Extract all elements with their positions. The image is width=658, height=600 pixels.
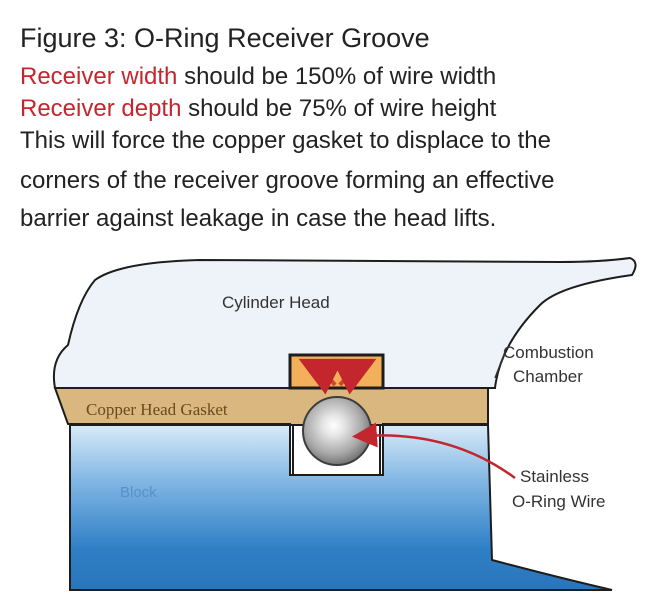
receiver-width-highlight: Receiver width [20,63,178,90]
gasket-label: Copper Head Gasket [86,400,228,419]
combustion-label-line1: Combustion [503,343,594,362]
depth-rule-line: Receiver depth should be 75% of wire hei… [20,94,496,124]
wire-label-line1: Stainless [520,467,589,486]
width-rule-line: Receiver width should be 150% of wire wi… [20,62,496,92]
receiver-depth-highlight: Receiver depth [20,95,182,122]
explanation-line-3: barrier against leakage in case the head… [20,205,497,232]
combustion-label-line2: Chamber [513,367,583,386]
o-ring-wire [302,396,372,466]
receiver-groove [288,353,385,390]
wire-label-line2: O-Ring Wire [512,492,606,511]
block-label: Block [120,484,157,501]
combustion-leader [494,351,506,379]
explanation-line-1: This will force the copper gasket to dis… [20,127,551,154]
depth-rule-text: should be 75% of wire height [181,95,497,122]
displacement-arrow-right [331,358,377,395]
engine-block [69,424,613,591]
width-rule-text: should be 150% of wire width [177,63,497,90]
figure-title: Figure 3: O-Ring Receiver Groove [20,23,430,53]
cylinder-head [52,256,637,389]
cylinder-head-label: Cylinder Head [222,293,330,312]
wire-leader-arrow [352,422,516,480]
explanation-line-2: corners of the receiver groove forming a… [20,167,555,194]
